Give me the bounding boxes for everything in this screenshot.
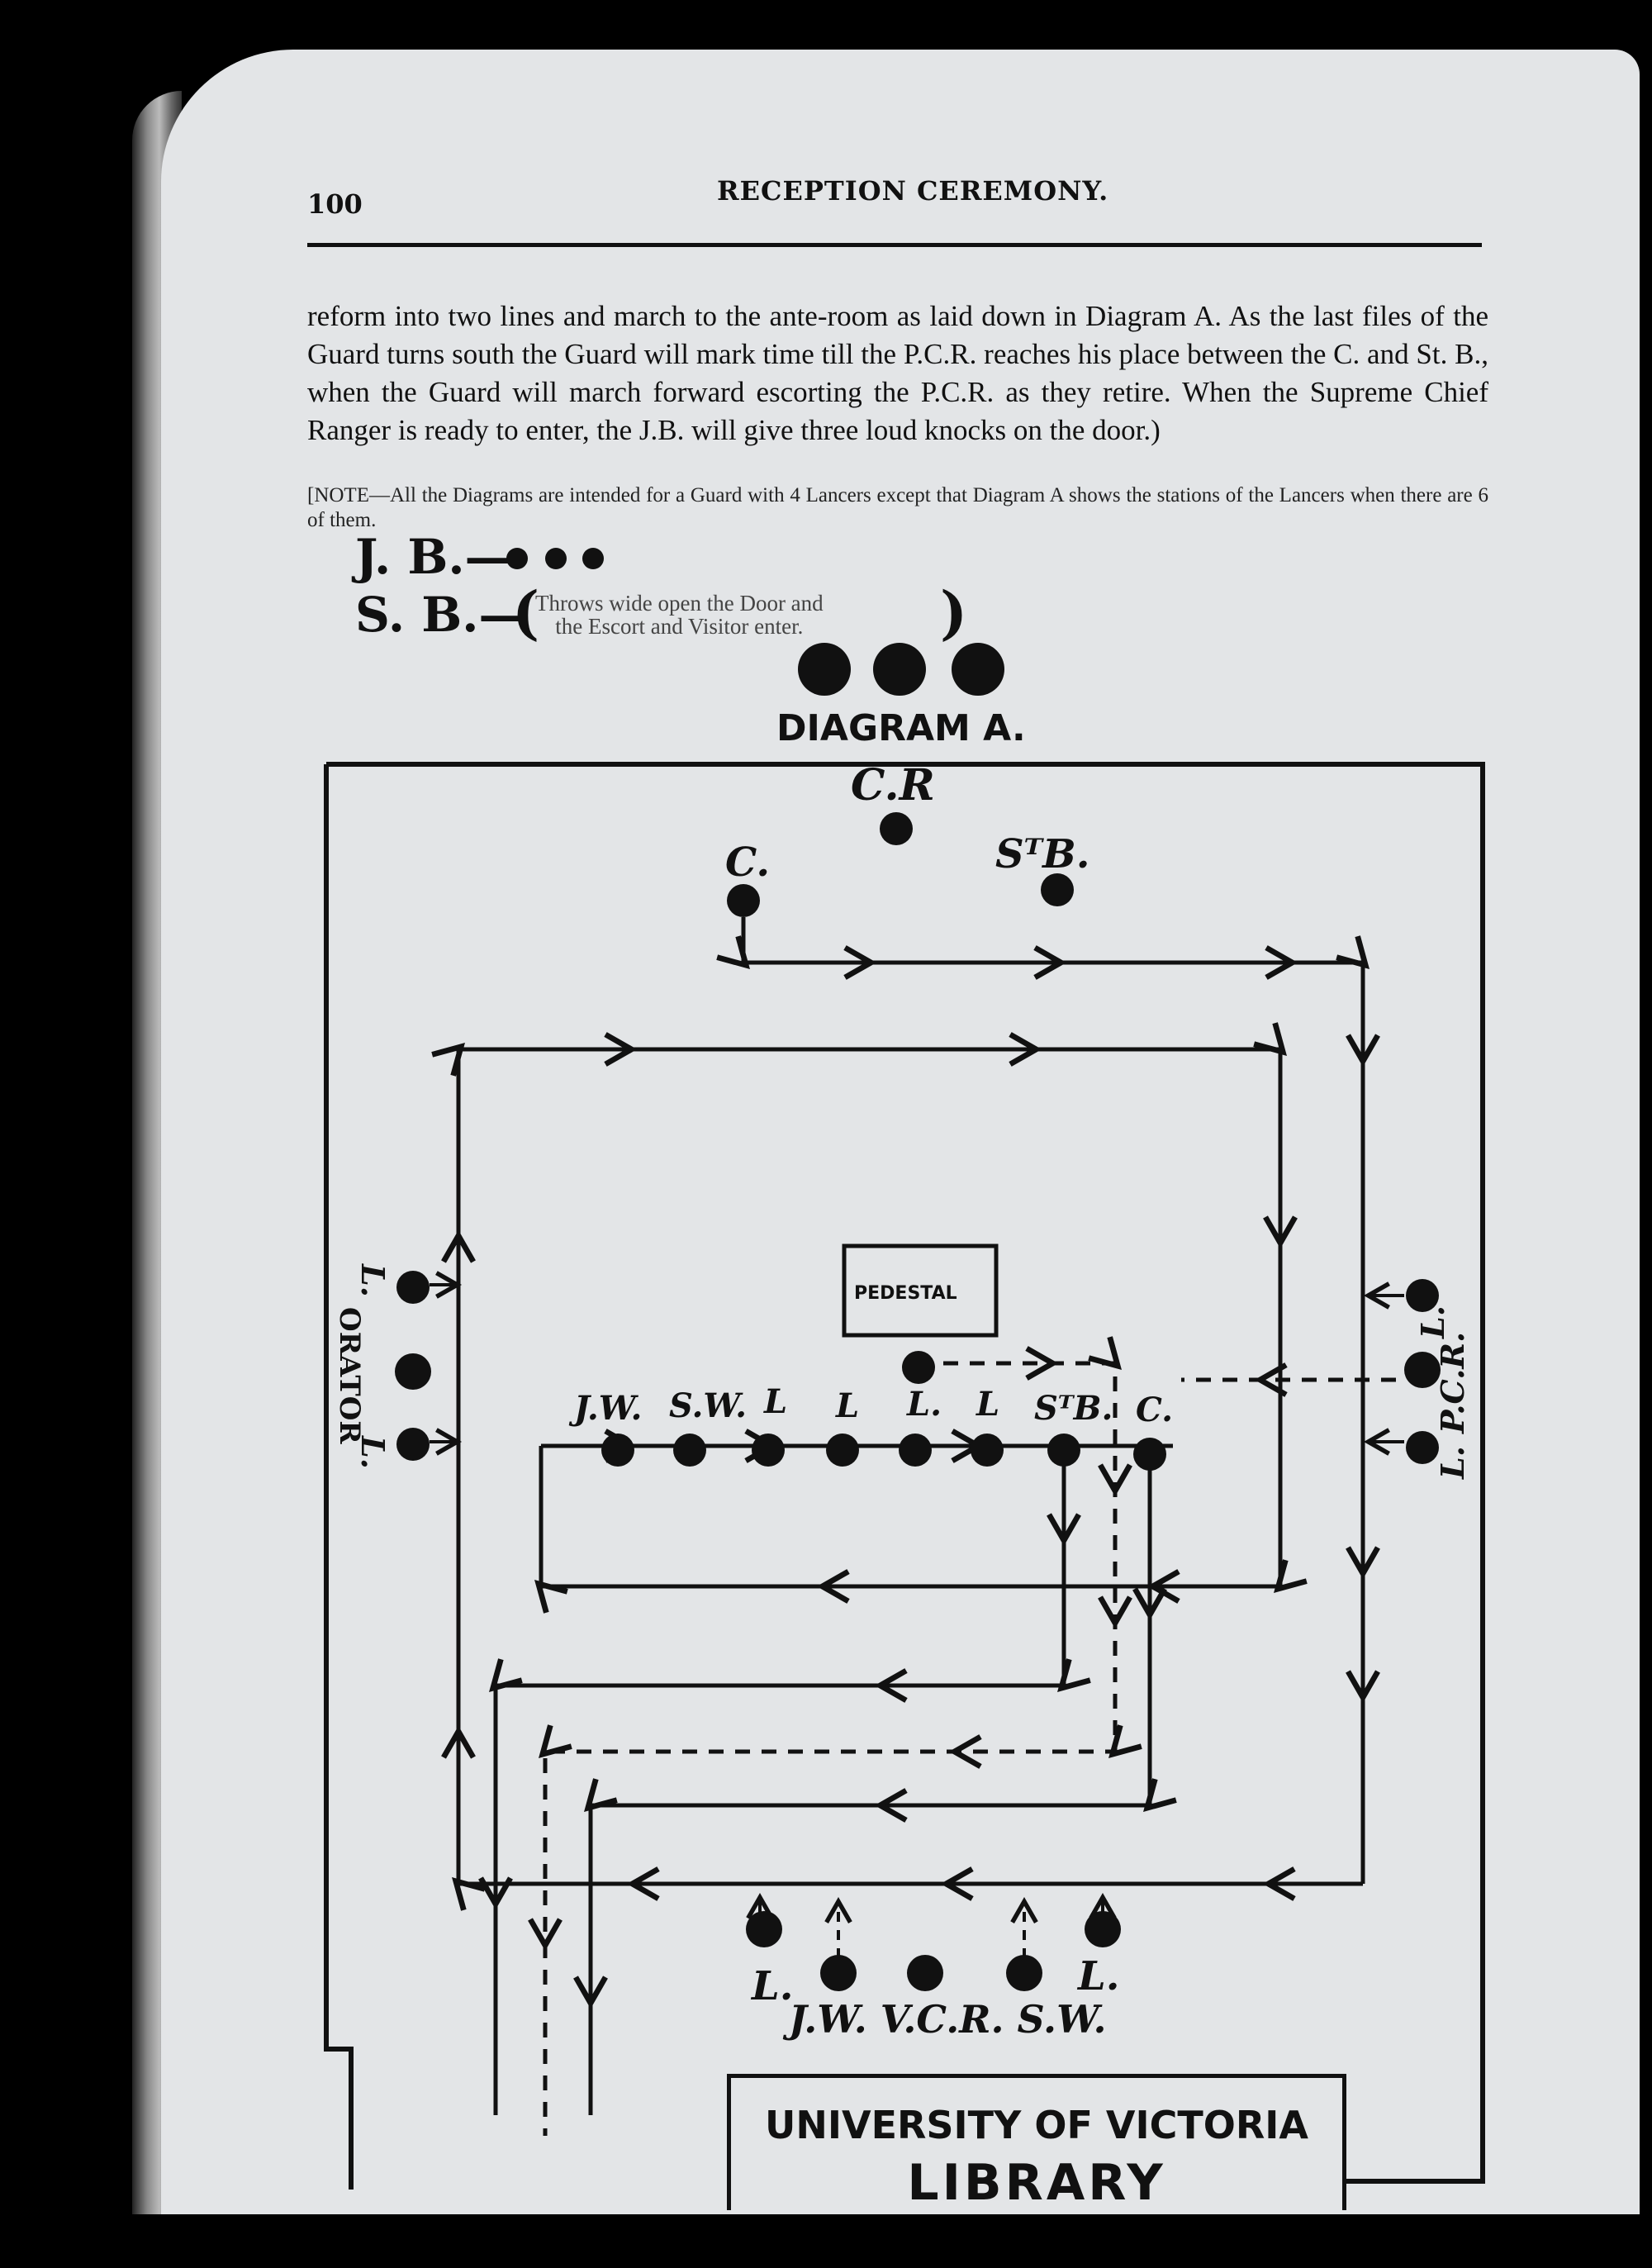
vcr-dot [907, 1955, 943, 1991]
l-left-top-label: L. [354, 1263, 392, 1297]
body-paragraph: reform into two lines and march to the a… [307, 297, 1488, 449]
knock-dots [506, 548, 1004, 696]
stb-top-dot [1041, 873, 1074, 906]
sb-knock-dot-2 [873, 643, 926, 696]
path-pcr-exit [528, 1336, 1142, 2136]
pcr-paths [528, 1336, 1396, 2136]
jw-dot [601, 1434, 634, 1467]
c-row-dot [1133, 1438, 1166, 1471]
l1-dot [752, 1434, 785, 1467]
l-left-bottom-dot [396, 1428, 430, 1461]
l-bottom-right-dot [1085, 1911, 1121, 1947]
path-guard-loop [431, 1022, 1363, 1911]
jb-knock-dot-2 [545, 548, 567, 569]
jb-knock-line: J. B.— [355, 529, 513, 585]
path-c-to-east [716, 917, 1380, 1884]
c-top-dot [727, 884, 760, 917]
l-left-top-dot [396, 1271, 430, 1304]
sb-knock-dot-3 [952, 643, 1004, 696]
jb-knock-dot-3 [582, 548, 604, 569]
stb-row-label: SᵀB. [1034, 1389, 1113, 1428]
sw-bottom-dot [1006, 1955, 1042, 1991]
station-dots [395, 812, 1441, 1991]
pedestal-label: PEDESTAL [854, 1283, 957, 1304]
sb-label: S. B.— [355, 587, 527, 643]
march-paths [431, 917, 1380, 2115]
jb-label: J. B.— [355, 529, 513, 585]
bottom-dashed-arrows [824, 1896, 1038, 1958]
jw-bottom-dot [820, 1955, 857, 1991]
l-right-bottom-label: L. [1434, 1446, 1471, 1480]
orator-dot [395, 1353, 431, 1390]
bottom-solid-arrows [746, 1892, 1117, 1925]
bottom-row-label: J.W. V.C.R. S.W. [782, 1997, 1107, 2042]
l4-dot [971, 1434, 1004, 1467]
stb-row-dot [1047, 1434, 1080, 1467]
l1-label: L [763, 1382, 787, 1421]
l3-label: L. [906, 1385, 942, 1424]
diagram-labels: C.R C. SᵀB. PEDESTAL J.W. S.W. L L L. L … [333, 760, 1471, 2042]
cr-dot [880, 812, 913, 845]
l2-dot [826, 1434, 859, 1467]
room-wall-left [324, 764, 354, 2190]
jb-knock-dot-1 [506, 548, 528, 569]
l-bottom-left-dot [746, 1911, 782, 1947]
room-wall [326, 762, 1485, 2184]
header-rule [307, 243, 1482, 247]
jw-label: J.W. [568, 1389, 642, 1428]
open-paren: ( [512, 578, 540, 647]
sb-note-line2: the Escort and Visitor enter. [555, 614, 804, 639]
c-row-label: C. [1136, 1391, 1173, 1429]
library-stamp: UNIVERSITY OF VICTORIA LIBRARY [727, 2074, 1346, 2212]
page-number: 100 [307, 188, 363, 220]
diagram-title: DIAGRAM A. [776, 707, 1026, 749]
l-bottom-left-label: L. [750, 1963, 793, 2009]
stamp-line1: UNIVERSITY OF VICTORIA [765, 2103, 1308, 2147]
pcr-pedestal-dot [902, 1351, 935, 1384]
sb-note: Throws wide open the Door and the Escort… [535, 592, 824, 638]
paragraph-text: reform into two lines and march to the a… [307, 300, 1488, 446]
running-title: RECEPTION CEREMONY. [717, 175, 1109, 207]
l4-label: L [976, 1385, 999, 1424]
sw-dot [673, 1434, 706, 1467]
cr-label: C.R [851, 760, 935, 811]
note-text: [NOTE—All the Diagrams are intended for … [307, 484, 1488, 531]
pcr-label: P.C.R. [1434, 1332, 1471, 1434]
l-right-top-dot [1406, 1279, 1439, 1312]
sb-knock-dot-1 [798, 643, 851, 696]
l2-label: L [835, 1386, 859, 1425]
l-right-top-label: L. [1414, 1305, 1451, 1339]
sw-label: S.W. [669, 1386, 747, 1425]
room-outline [324, 762, 1485, 2190]
sb-note-line1: Throws wide open the Door and [535, 591, 824, 616]
pcr-dot [1404, 1352, 1441, 1388]
l3-dot [899, 1434, 932, 1467]
side-arrows [430, 1271, 1404, 1456]
c-top-label: C. [725, 839, 770, 886]
stb-top-label: SᵀB. [995, 831, 1089, 877]
sb-line: S. B.— [355, 587, 526, 643]
l-bottom-right-label: L. [1076, 1953, 1119, 1999]
orator-label: ORATOR [333, 1307, 366, 1444]
pedestal-box [842, 1243, 999, 1338]
stamp-line2: LIBRARY [907, 2154, 1166, 2212]
l-left-bottom-label: L. [354, 1435, 392, 1469]
close-paren: ) [940, 578, 968, 647]
l-right-bottom-dot [1406, 1431, 1439, 1464]
